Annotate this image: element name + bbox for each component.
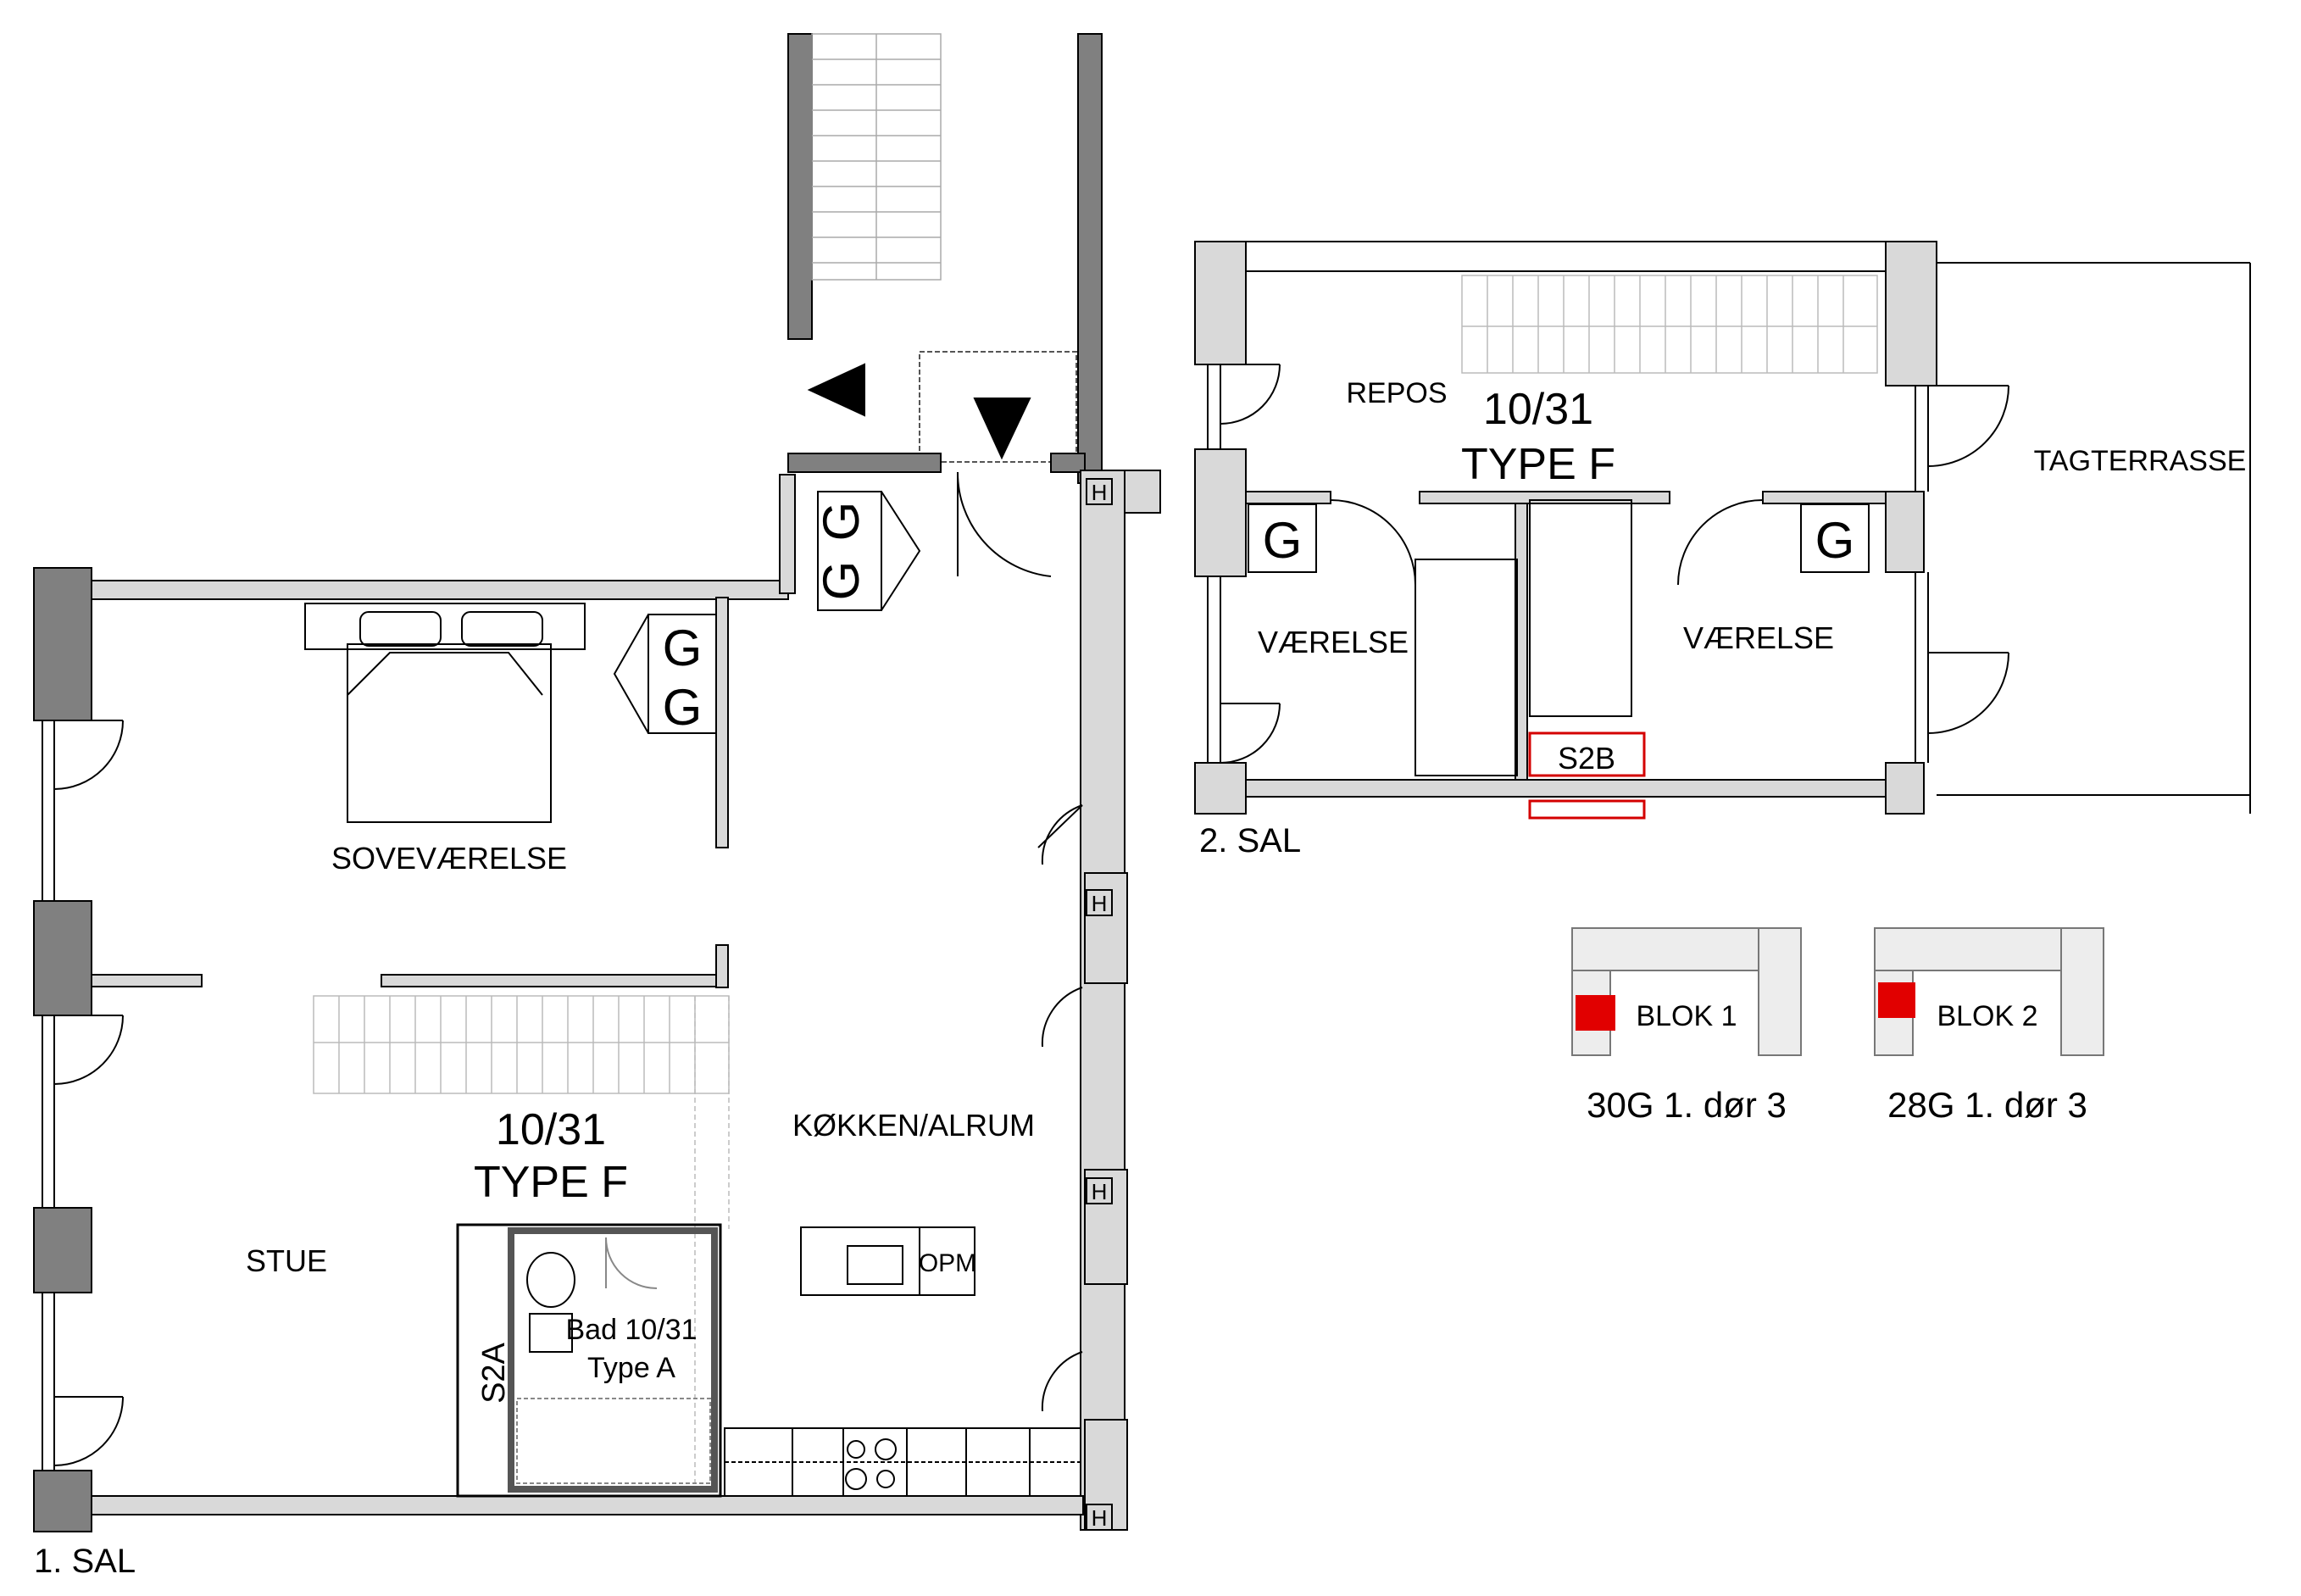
wardrobe-unit (1248, 503, 1317, 573)
heater-box (1086, 1177, 1113, 1204)
unit-number-second: 10/31 (1483, 385, 1593, 434)
unit-number-first: 10/31 (496, 1105, 606, 1154)
key-plan-address-2: 28G 1. dør 3 (1887, 1085, 2087, 1125)
key-plan-block-label-1: BLOK 1 (1636, 1000, 1737, 1032)
bathroom (456, 1223, 722, 1498)
stairs-lower (313, 995, 730, 1492)
double-bed (347, 643, 552, 823)
room-label-roof-terrace: TAGTERRASSE (2034, 445, 2247, 477)
bath-type-label: Type A (587, 1352, 675, 1384)
wardrobe-symbol-icon: G (1263, 512, 1303, 569)
floor-label-second: 2. SAL (1199, 822, 1301, 859)
single-bed (1529, 499, 1632, 717)
shaft-box (1528, 731, 1646, 777)
room-label-room-left: VÆRELSE (1258, 625, 1409, 659)
kitchen-island (800, 1226, 975, 1296)
key-plan-block-label-2: BLOK 2 (1937, 1000, 2037, 1032)
heater-box (1086, 478, 1113, 505)
first-floor-plan (33, 33, 1161, 1532)
wardrobe-symbol-icon: G (663, 620, 703, 676)
heater-symbol-icon: H (1092, 1505, 1108, 1531)
heater-box (1086, 1504, 1113, 1531)
wardrobe-symbol-icon: G (813, 502, 870, 542)
wardrobe-unit (817, 491, 921, 611)
heater-symbol-icon: H (1092, 480, 1108, 505)
room-label-kitchen: KØKKEN/ALRUM (792, 1108, 1035, 1143)
kitchen-counter (724, 1427, 1081, 1497)
shaft-label-first: S2A (476, 1342, 512, 1403)
highlighted-unit (1576, 995, 1615, 1031)
stairwell-wall (1077, 33, 1103, 484)
stairs-upper-floor (1461, 275, 1878, 374)
wardrobe-unit (1800, 503, 1870, 573)
floor-label-first: 1. SAL (34, 1543, 136, 1580)
wardrobe-unit (613, 614, 717, 734)
stairs-upper (811, 33, 942, 281)
heater-symbol-icon: H (1092, 1179, 1108, 1204)
storage-label: OPM (919, 1249, 976, 1277)
shaft-label-second: S2B (1558, 741, 1615, 776)
headboard (304, 603, 586, 650)
room-label-room-right: VÆRELSE (1683, 620, 1834, 655)
wardrobe-symbol-icon: G (663, 679, 703, 736)
arrow-left-icon (807, 363, 865, 417)
unit-type-first: TYPE F (474, 1158, 628, 1207)
wardrobe-symbol-icon: G (1815, 512, 1855, 569)
highlighted-unit (1878, 982, 1915, 1018)
room-label-landing: REPOS (1346, 377, 1447, 409)
elevator-area (919, 351, 1077, 463)
key-plan-address-1: 30G 1. dør 3 (1587, 1085, 1787, 1125)
single-bed (1415, 559, 1518, 776)
room-label-bedroom: SOVEVÆRELSE (331, 841, 567, 876)
second-floor-plan (1194, 241, 2251, 820)
unit-type-second: TYPE F (1461, 440, 1615, 489)
stairwell-wall (787, 33, 813, 340)
arrow-down-icon (973, 398, 1031, 460)
heater-symbol-icon: H (1092, 891, 1108, 916)
bath-name-label: Bad 10/31 (565, 1314, 697, 1346)
wardrobe-symbol-icon: G (813, 561, 870, 601)
key-plan-blok-2 (1874, 927, 2104, 1056)
heater-box (1086, 889, 1113, 916)
room-label-living: STUE (246, 1243, 327, 1278)
key-plan-blok-1 (1571, 927, 1802, 1056)
